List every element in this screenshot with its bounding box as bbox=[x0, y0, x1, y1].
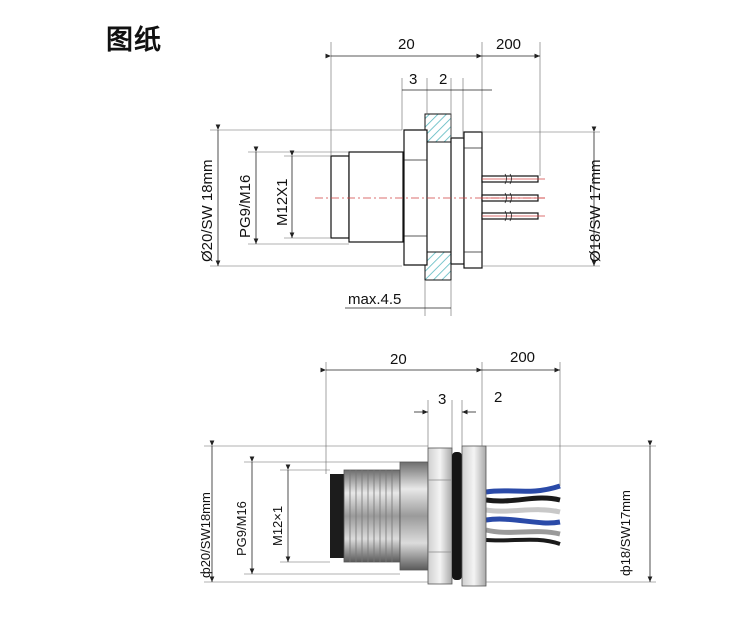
bottom-dim-socket: M12×1 bbox=[270, 506, 285, 546]
top-panel-hatch-upper bbox=[424, 113, 452, 143]
top-socket-face bbox=[330, 155, 350, 239]
top-dim-cable-length: 200 bbox=[496, 36, 521, 53]
bottom-rear-flange bbox=[461, 445, 487, 587]
top-dim-total-length: 20 bbox=[398, 36, 415, 53]
bottom-dim-gap: 2 bbox=[494, 389, 502, 406]
bottom-dim-outer: ф20/SW18mm bbox=[198, 492, 213, 578]
bottom-cables bbox=[485, 483, 561, 546]
top-wires bbox=[481, 173, 545, 222]
top-dim-socket: M12X1 bbox=[274, 178, 291, 226]
top-dim-gap: 2 bbox=[439, 71, 447, 88]
bottom-hex-nut bbox=[427, 447, 453, 585]
top-panel-hatch-lower bbox=[424, 251, 452, 281]
top-hex-nut bbox=[403, 129, 428, 266]
bottom-o-ring bbox=[452, 452, 462, 580]
top-dim-rear: Ø18/SW 17mm bbox=[587, 159, 604, 262]
top-flange bbox=[450, 137, 465, 265]
bottom-drawing: 20 200 3 2 ф20/SW18mm PG9/M16 M12×1 ф18/… bbox=[198, 349, 656, 587]
page-title: 图纸 bbox=[106, 25, 162, 56]
top-drawing: 20 200 3 2 max.4.5 Ø20/SW 18mm PG9/M16 M… bbox=[199, 36, 604, 316]
top-dim-thread: PG9/M16 bbox=[237, 175, 254, 238]
top-dim-flange: 3 bbox=[409, 71, 417, 88]
bottom-dim-cable-length: 200 bbox=[510, 349, 535, 366]
bottom-thread-lines bbox=[349, 470, 393, 562]
bottom-thread-body bbox=[343, 469, 401, 563]
bottom-dim-total-length: 20 bbox=[390, 351, 407, 368]
bottom-dim-thread: PG9/M16 bbox=[234, 501, 249, 556]
bottom-dim-flange: 3 bbox=[438, 391, 446, 408]
bottom-body bbox=[399, 461, 429, 571]
top-rear-housing bbox=[463, 131, 483, 269]
bottom-socket-face bbox=[330, 474, 344, 558]
bottom-dim-rear: ф18/SW17mm bbox=[618, 490, 633, 576]
top-dim-panel: max.4.5 bbox=[348, 291, 401, 308]
top-dim-outer: Ø20/SW 18mm bbox=[199, 159, 216, 262]
top-thread-body bbox=[348, 151, 404, 243]
